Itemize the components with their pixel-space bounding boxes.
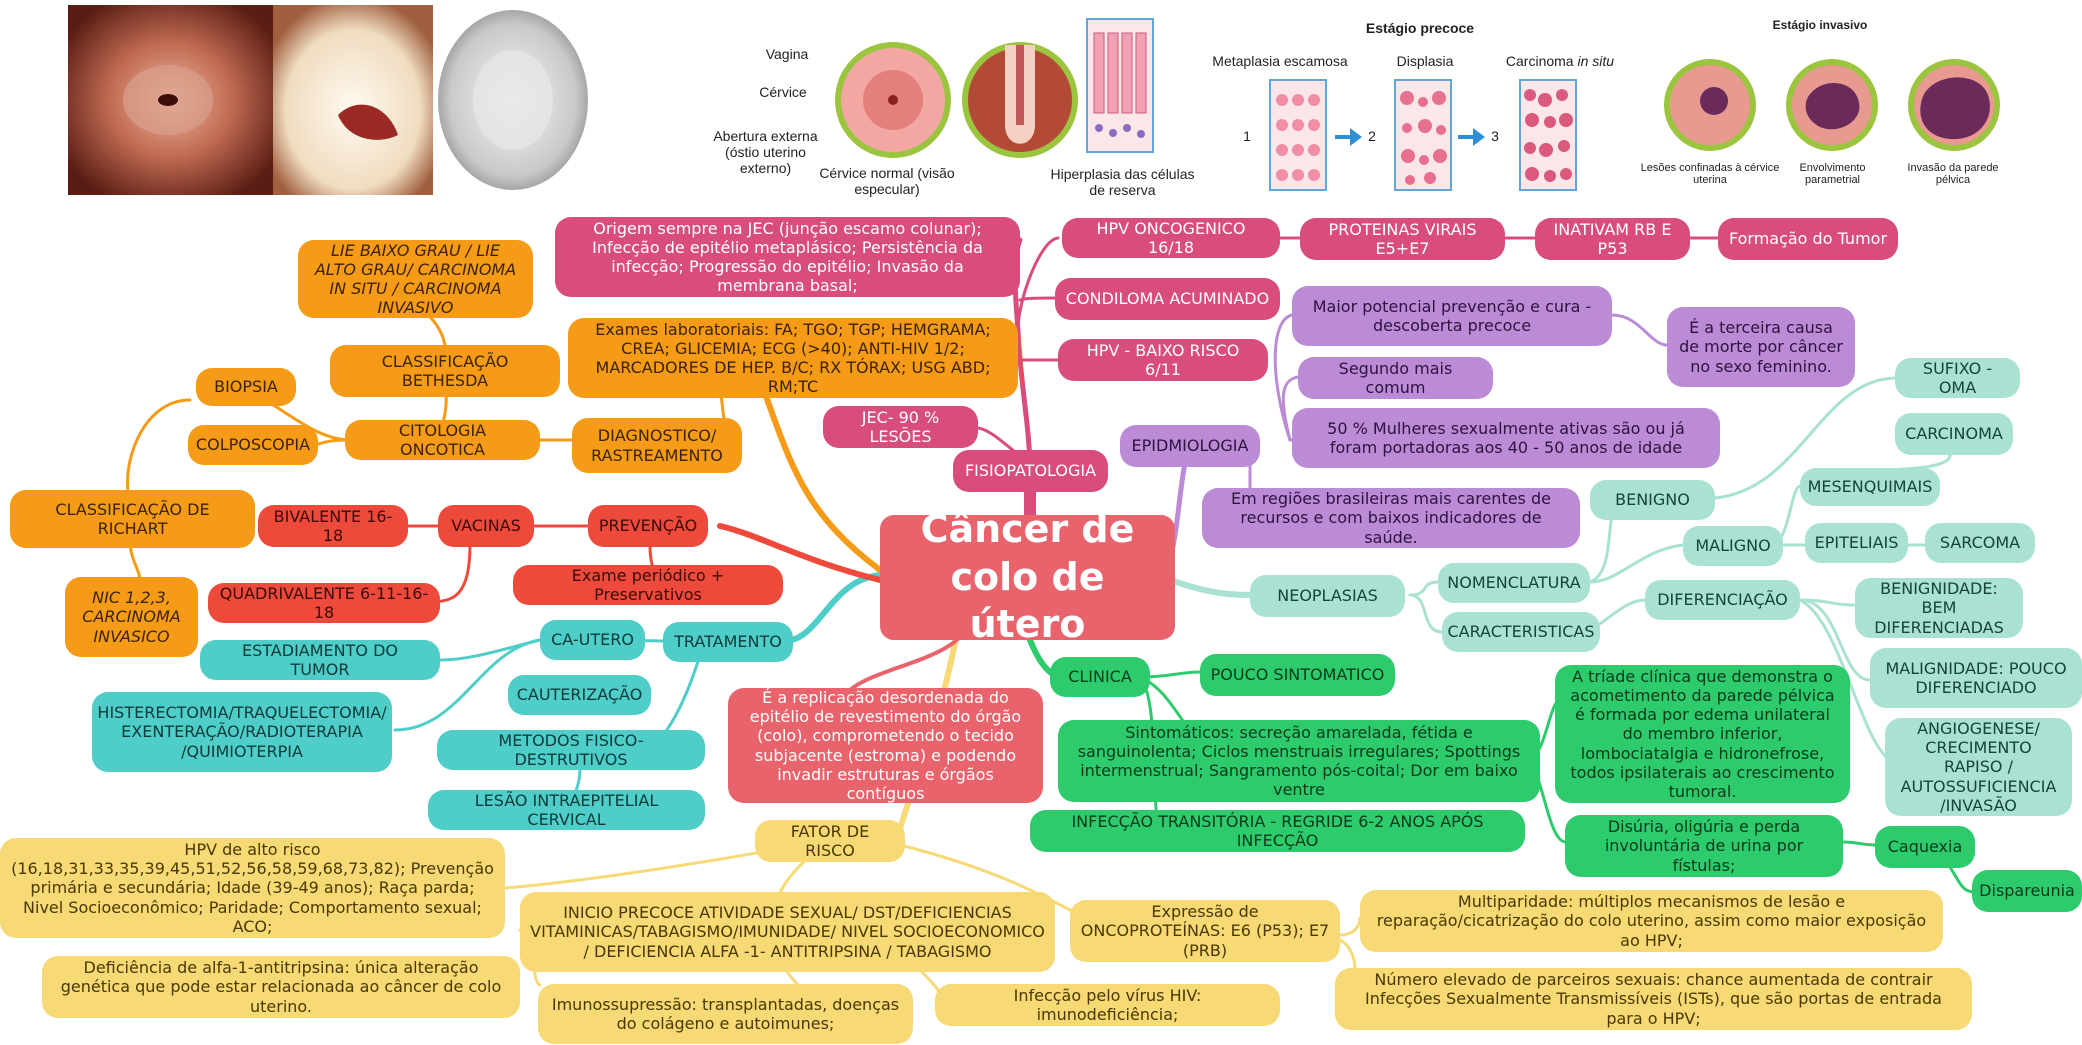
node-fr-hpv-alto[interactable]: HPV de alto risco (16,18,31,33,35,39,45,… — [0, 838, 505, 938]
node-vacinas[interactable]: VACINAS — [438, 505, 534, 547]
node-condiloma[interactable]: CONDILOMA ACUMINADO — [1055, 278, 1280, 320]
node-fisiopatologia[interactable]: FISIOPATOLOGIA — [953, 450, 1108, 492]
node-bivalente[interactable]: BIVALENTE 16-18 — [258, 505, 408, 547]
node-clinica[interactable]: CLINICA — [1050, 657, 1150, 697]
node-lesao-intraepitelial[interactable]: LESÃO INTRAEPITELIAL CERVICAL — [428, 790, 705, 830]
node-pouco-sintomatico[interactable]: POUCO SINTOMATICO — [1200, 654, 1395, 696]
hyperplasia-illustration — [1086, 18, 1154, 153]
label-hiperplasia: Hiperplasia das células de reserva — [1050, 166, 1195, 198]
node-infeccao-transitoria[interactable]: INFECÇÃO TRANSITÓRIA - REGRIDE 6-2 ANOS … — [1030, 810, 1525, 852]
node-diferenciacao[interactable]: DIFERENCIAÇÃO — [1645, 580, 1800, 620]
node-nic[interactable]: NIC 1,2,3, CARCINOMA INVASICO — [65, 577, 198, 657]
arrow-right-icon-2 — [1458, 128, 1485, 146]
node-benignidade[interactable]: BENIGNIDADE: BEM DIFERENCIADAS — [1855, 578, 2023, 638]
node-fr-inicio[interactable]: INICIO PRECOCE ATIVIDADE SEXUAL/ DST/DEF… — [520, 892, 1055, 972]
node-quadrivalente[interactable]: QUADRIVALENTE 6-11-16-18 — [208, 583, 440, 623]
node-hpv-oncogenico[interactable]: HPV ONCOGENICO 16/18 — [1062, 218, 1280, 258]
label-displasia: Displasia — [1396, 53, 1454, 69]
node-disuria[interactable]: Disúria, oligúria e perda involuntária d… — [1565, 815, 1843, 877]
node-caracteristicas[interactable]: CARACTERISTICAS — [1442, 612, 1600, 652]
node-hpv-baixo[interactable]: HPV - BAIXO RISCO 6/11 — [1058, 339, 1268, 381]
node-epidemiologia[interactable]: EPIDMIOLOGIA — [1120, 425, 1260, 467]
label-metaplasia: Metaplasia escamosa — [1212, 53, 1348, 69]
node-fisio-origem[interactable]: Origem sempre na JEC (junção escamo colu… — [555, 217, 1020, 297]
metaplasia-cells-icon — [1269, 79, 1327, 191]
node-angiogenese[interactable]: ANGIOGENESE/ CRECIMENTO RAPISO / AUTOSSU… — [1885, 718, 2072, 816]
node-formacao-tumor[interactable]: Formação do Tumor — [1718, 218, 1898, 260]
node-epi-segundo[interactable]: Segundo mais comum — [1298, 357, 1493, 399]
node-epiteliais[interactable]: EPITELIAIS — [1805, 523, 1908, 563]
label-envolvimento: Envolvimento parametrial — [1799, 162, 1866, 186]
label-num-2: 2 — [1368, 128, 1376, 144]
label-estagio-invasivo: Estágio invasivo — [1772, 18, 1868, 32]
node-estadiamento[interactable]: ESTADIAMENTO DO TUMOR — [200, 640, 440, 680]
node-sarcoma[interactable]: SARCOMA — [1925, 523, 2035, 563]
node-fator-de-risco[interactable]: FATOR DE RISCO — [755, 820, 905, 862]
node-colposcopia[interactable]: COLPOSCOPIA — [188, 425, 318, 465]
stages-illustration — [1240, 70, 1600, 200]
photo-cervix-2 — [273, 5, 433, 195]
node-bethesda[interactable]: CLASSIFICAÇÃO BETHESDA — [330, 345, 560, 397]
node-benigno[interactable]: BENIGNO — [1590, 480, 1715, 520]
node-mesenquimais[interactable]: MESENQUIMAIS — [1800, 468, 1940, 506]
node-fr-hiv[interactable]: Infecção pelo vírus HIV: imunodeficiênci… — [935, 984, 1280, 1026]
label-abertura: Abertura externa (óstio uterino externo) — [713, 128, 818, 176]
node-richart[interactable]: CLASSIFICAÇÃO DE RICHART — [10, 490, 255, 548]
label-num-1: 1 — [1243, 128, 1251, 144]
label-num-3: 3 — [1491, 128, 1499, 144]
node-fr-imunossupressao[interactable]: Imunossupressão: transplantadas, doenças… — [538, 984, 913, 1044]
node-exame-periodico[interactable]: Exame periódico + Preservativos — [513, 565, 783, 605]
dysplasia-cells-icon — [1394, 79, 1452, 191]
label-vagina: Vagina — [765, 46, 809, 62]
label-cervice: Cérvice — [759, 84, 807, 100]
node-epi-regioes[interactable]: Em regiões brasileiras mais carentes de … — [1202, 488, 1580, 548]
node-nomenclatura[interactable]: NOMENCLATURA — [1438, 563, 1590, 603]
node-epi-maior-potencial[interactable]: Maior potencial prevenção e cura - desco… — [1292, 286, 1612, 346]
node-dispareunia[interactable]: Dispareunia — [1972, 870, 2082, 912]
node-fr-alfa[interactable]: Deficiência de alfa-1-antitripsina: únic… — [42, 956, 520, 1018]
node-exames-laboratoriais[interactable]: Exames laboratoriais: FA; TGO; TGP; HEMG… — [568, 318, 1018, 398]
label-lesoes: Lesões confinadas à cérvice uterina — [1640, 162, 1780, 186]
node-epi-terceira-causa[interactable]: É a terceira causa de morte por câncer n… — [1667, 307, 1855, 387]
node-fr-multiparidade[interactable]: Multiparidade: múltiplos mecanismos de l… — [1360, 890, 1943, 952]
node-diagnostico[interactable]: DIAGNOSTICO/ RASTREAMENTO — [572, 418, 742, 473]
node-fr-parceiros[interactable]: Número elevado de parceiros sexuais: cha… — [1335, 968, 1972, 1030]
node-fr-expressao[interactable]: Expressão de ONCOPROTEÍNAS: E6 (P53); E7… — [1070, 900, 1340, 962]
node-sufixo-oma[interactable]: SUFIXO -OMA — [1895, 358, 2020, 398]
node-cauterizacao[interactable]: CAUTERIZAÇÃO — [508, 675, 651, 715]
node-tratamento[interactable]: TRATAMENTO — [663, 622, 793, 662]
node-malignidade[interactable]: MALIGNIDADE: POUCO DIFERENCIADO — [1870, 648, 2082, 708]
node-prevencao[interactable]: PREVENÇÃO — [588, 505, 708, 547]
node-neoplasias[interactable]: NEOPLASIAS — [1250, 575, 1405, 617]
carcinoma-cells-icon — [1519, 79, 1577, 191]
node-lie[interactable]: LIE BAIXO GRAU / LIE ALTO GRAU/ CARCINOM… — [298, 240, 533, 318]
node-definicao[interactable]: É a replicação desordenada do epitélio d… — [728, 688, 1043, 803]
node-triade[interactable]: A tríade clínica que demonstra o acometi… — [1555, 665, 1850, 803]
node-carcinoma[interactable]: CARCINOMA — [1895, 413, 2013, 455]
node-sintomaticos[interactable]: Sintomáticos: secreção amarelada, fétida… — [1058, 720, 1540, 802]
node-biopsia[interactable]: BIOPSIA — [196, 368, 296, 406]
invasive-stage-illustration — [1660, 55, 2010, 160]
node-maligno[interactable]: MALIGNO — [1683, 526, 1783, 566]
node-citologia[interactable]: CITOLOGIA ONCOTICA — [345, 420, 540, 460]
node-epi-50[interactable]: 50 % Mulheres sexualmente ativas são ou … — [1292, 408, 1720, 468]
node-caquexia[interactable]: Caquexia — [1875, 826, 1975, 868]
node-proteinas-virais[interactable]: PROTEINAS VIRAIS E5+E7 — [1300, 218, 1505, 260]
root-node[interactable]: Câncer de colo de útero — [880, 507, 1175, 646]
label-carcinoma-in-situ: Carcinoma in situ — [1505, 53, 1615, 69]
label-estagio-precoce: Estágio precoce — [1365, 20, 1475, 36]
node-metodos[interactable]: METODOS FISICO-DESTRUTIVOS — [437, 730, 705, 770]
label-invasao: Invasão da parede pélvica — [1907, 162, 1999, 186]
node-histerectomia[interactable]: HISTERECTOMIA/TRAQUELECTOMIA/ EXENTERAÇÃ… — [92, 692, 392, 772]
node-jec[interactable]: JEC- 90 % LESÕES — [823, 406, 978, 448]
node-ca-utero[interactable]: CA-UTERO — [540, 620, 645, 660]
node-inativam[interactable]: INATIVAM RB E P53 — [1535, 218, 1690, 260]
cervix-illustrations — [830, 15, 1080, 165]
arrow-right-icon — [1335, 128, 1362, 146]
photos-strip — [68, 5, 658, 195]
label-cervice-normal: Cérvice normal (visão especular) — [819, 165, 955, 197]
